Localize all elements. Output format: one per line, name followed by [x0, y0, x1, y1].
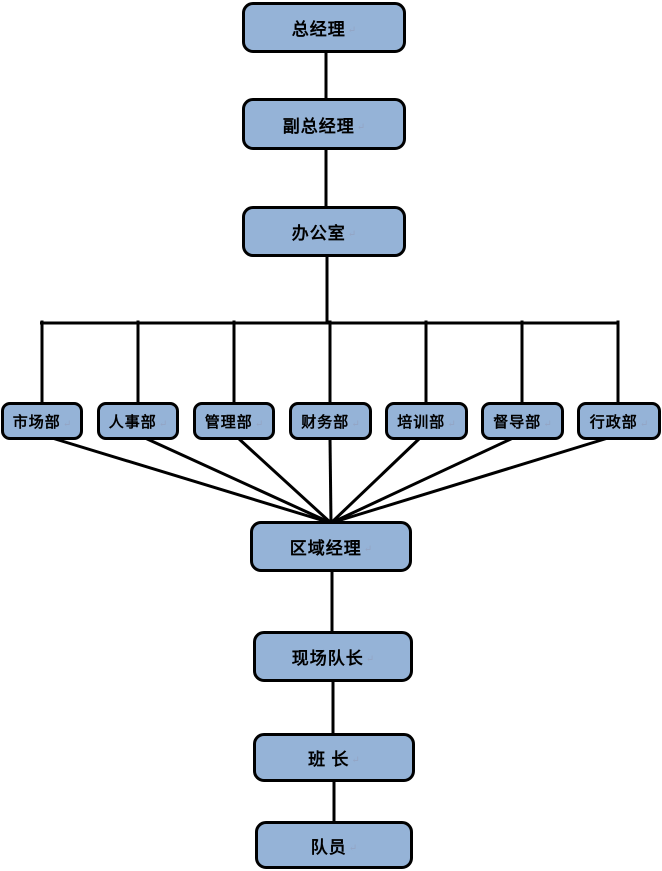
node-label: 管理部	[204, 414, 253, 431]
node-label: 班 长	[308, 750, 350, 769]
node-dept-supervision[interactable]: 督导部↵	[481, 402, 564, 440]
node-dept-training[interactable]: 培训部↵	[385, 402, 468, 440]
node-label: 市场部	[12, 414, 61, 431]
paragraph-mark: ↵	[365, 654, 375, 665]
paragraph-mark: ↵	[356, 121, 366, 133]
node-label: 副总经理	[282, 116, 355, 136]
node-general-manager[interactable]: 总经理↵	[242, 2, 406, 53]
paragraph-mark: ↵	[639, 418, 649, 430]
connector-fan-finance	[328, 437, 333, 524]
paragraph-mark: ↵	[543, 418, 552, 430]
connector-fan-management	[236, 436, 333, 525]
paragraph-mark: ↵	[363, 544, 373, 555]
node-label: 财务部	[301, 414, 350, 431]
paragraph-mark: ↵	[158, 418, 168, 430]
paragraph-mark: ↵	[351, 418, 360, 430]
paragraph-mark: ↵	[351, 755, 360, 766]
paragraph-mark: ↵	[347, 25, 357, 36]
paragraph-mark: ↵	[347, 229, 357, 240]
node-label: 现场队长	[291, 649, 364, 668]
node-dept-administration[interactable]: 行政部↵	[577, 402, 661, 440]
node-office[interactable]: 办公室↵	[242, 206, 406, 257]
node-dept-hr[interactable]: 人事部↵	[97, 402, 179, 440]
node-deputy-general-manager[interactable]: 副总经理↵	[242, 98, 406, 150]
paragraph-mark: ↵	[254, 418, 264, 430]
node-label: 办公室	[291, 224, 346, 243]
paragraph-mark: ↵	[447, 418, 456, 430]
paragraph-mark: ↵	[348, 842, 358, 854]
connector-fan-administration	[330, 436, 609, 525]
node-label: 区域经理	[289, 539, 362, 558]
node-dept-marketing[interactable]: 市场部↵	[1, 402, 83, 440]
connector-fan-hr	[144, 436, 332, 525]
node-label: 培训部	[397, 414, 446, 431]
node-dept-management[interactable]: 管理部↵	[193, 402, 275, 440]
node-site-captain[interactable]: 现场队长↵	[253, 631, 413, 682]
node-team-member[interactable]: 队员↵	[255, 821, 413, 869]
node-regional-manager[interactable]: 区域经理↵	[250, 521, 412, 572]
connector-fan-marketing	[51, 436, 332, 525]
node-dept-finance[interactable]: 财务部↵	[289, 402, 372, 440]
connector-fan-training	[329, 436, 422, 525]
connector-fan-supervision	[330, 436, 514, 525]
node-label: 督导部	[493, 414, 542, 431]
node-label: 总经理	[291, 20, 346, 39]
node-label: 人事部	[108, 414, 157, 431]
node-label: 行政部	[589, 414, 638, 431]
node-label: 队员	[310, 837, 347, 857]
node-squad-leader[interactable]: 班 长↵	[253, 733, 415, 782]
paragraph-mark: ↵	[62, 418, 72, 430]
